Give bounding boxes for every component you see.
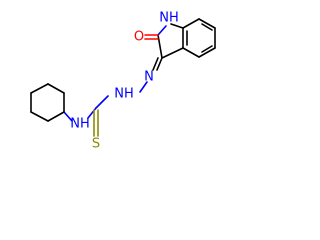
bond [47,83,65,94]
bond [182,18,200,29]
molecule-canvas: NH O N NH NH S [0,0,241,159]
bond [30,111,49,122]
lactam-ring [144,23,184,59]
thiosemicarbazide-chain [63,95,109,137]
bond [47,111,65,122]
bond [198,47,216,58]
bond [157,25,167,36]
bond-double-inner [201,45,213,53]
bond [139,81,148,93]
bond [182,47,200,58]
bond [157,34,163,59]
atom-label-oxygen: O [134,30,144,45]
bond [152,57,159,71]
bond [63,111,73,122]
bond [30,83,49,94]
atom-label-sulfur: S [92,137,100,152]
atom-label-n-hydrazine: NH [114,87,134,102]
cyclohexyl-ring [30,83,65,122]
atom-label-nh-amide: NH [70,117,90,132]
benzene-ring [182,18,216,58]
structure-diagram: NH O N NH NH S [30,11,216,152]
bond [170,23,184,29]
hydrazone-linkage [139,57,163,93]
bond [95,95,109,109]
bond [156,57,163,71]
atom-label-nh-indole: NH [159,11,179,26]
bond [161,47,184,59]
bond [198,18,216,29]
atom-label-n-hydrazone: N [144,70,154,85]
bond-double-inner [201,23,213,31]
